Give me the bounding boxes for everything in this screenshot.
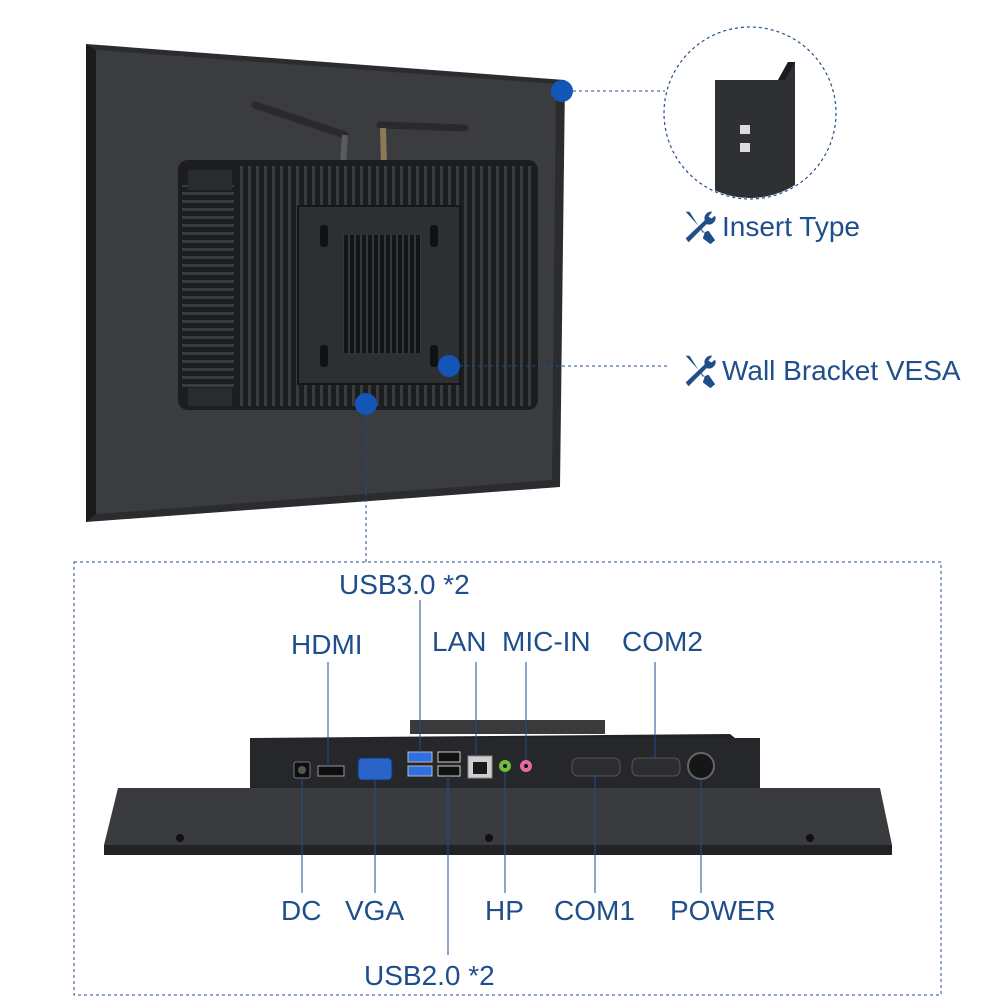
wall-bracket-label: Wall Bracket VESA bbox=[722, 355, 961, 386]
insert-type-callout: Insert Type bbox=[680, 208, 860, 246]
hp-label: HP bbox=[485, 895, 524, 926]
lan-label: LAN bbox=[432, 626, 487, 657]
ports-frame bbox=[73, 561, 942, 996]
callout-leader-lines bbox=[365, 90, 670, 562]
insert-type-zoom bbox=[663, 26, 837, 200]
power-label: POWER bbox=[670, 895, 776, 926]
mic-in-label: MIC-IN bbox=[502, 626, 591, 657]
dc-label: DC bbox=[281, 895, 322, 926]
monitor-back-view bbox=[86, 44, 565, 522]
com1-label: COM1 bbox=[554, 895, 635, 926]
usb30-label: USB3.0 *2 bbox=[339, 569, 470, 600]
insert-type-label: Insert Type bbox=[722, 211, 861, 242]
wrench-screwdriver-icon bbox=[685, 211, 716, 245]
insert-type-marker bbox=[551, 80, 573, 102]
com2-label: COM2 bbox=[622, 626, 703, 657]
vesa-marker bbox=[438, 355, 460, 377]
vga-label: VGA bbox=[345, 895, 405, 926]
wall-bracket-callout: Wall Bracket VESA bbox=[680, 352, 961, 390]
hdmi-label: HDMI bbox=[291, 629, 363, 660]
wrench-screwdriver-icon bbox=[685, 355, 716, 389]
usb20-label: USB2.0 *2 bbox=[364, 960, 495, 991]
monitor-bottom-view bbox=[104, 720, 892, 855]
port-leader-lines bbox=[301, 600, 702, 955]
ports-marker bbox=[355, 393, 377, 415]
